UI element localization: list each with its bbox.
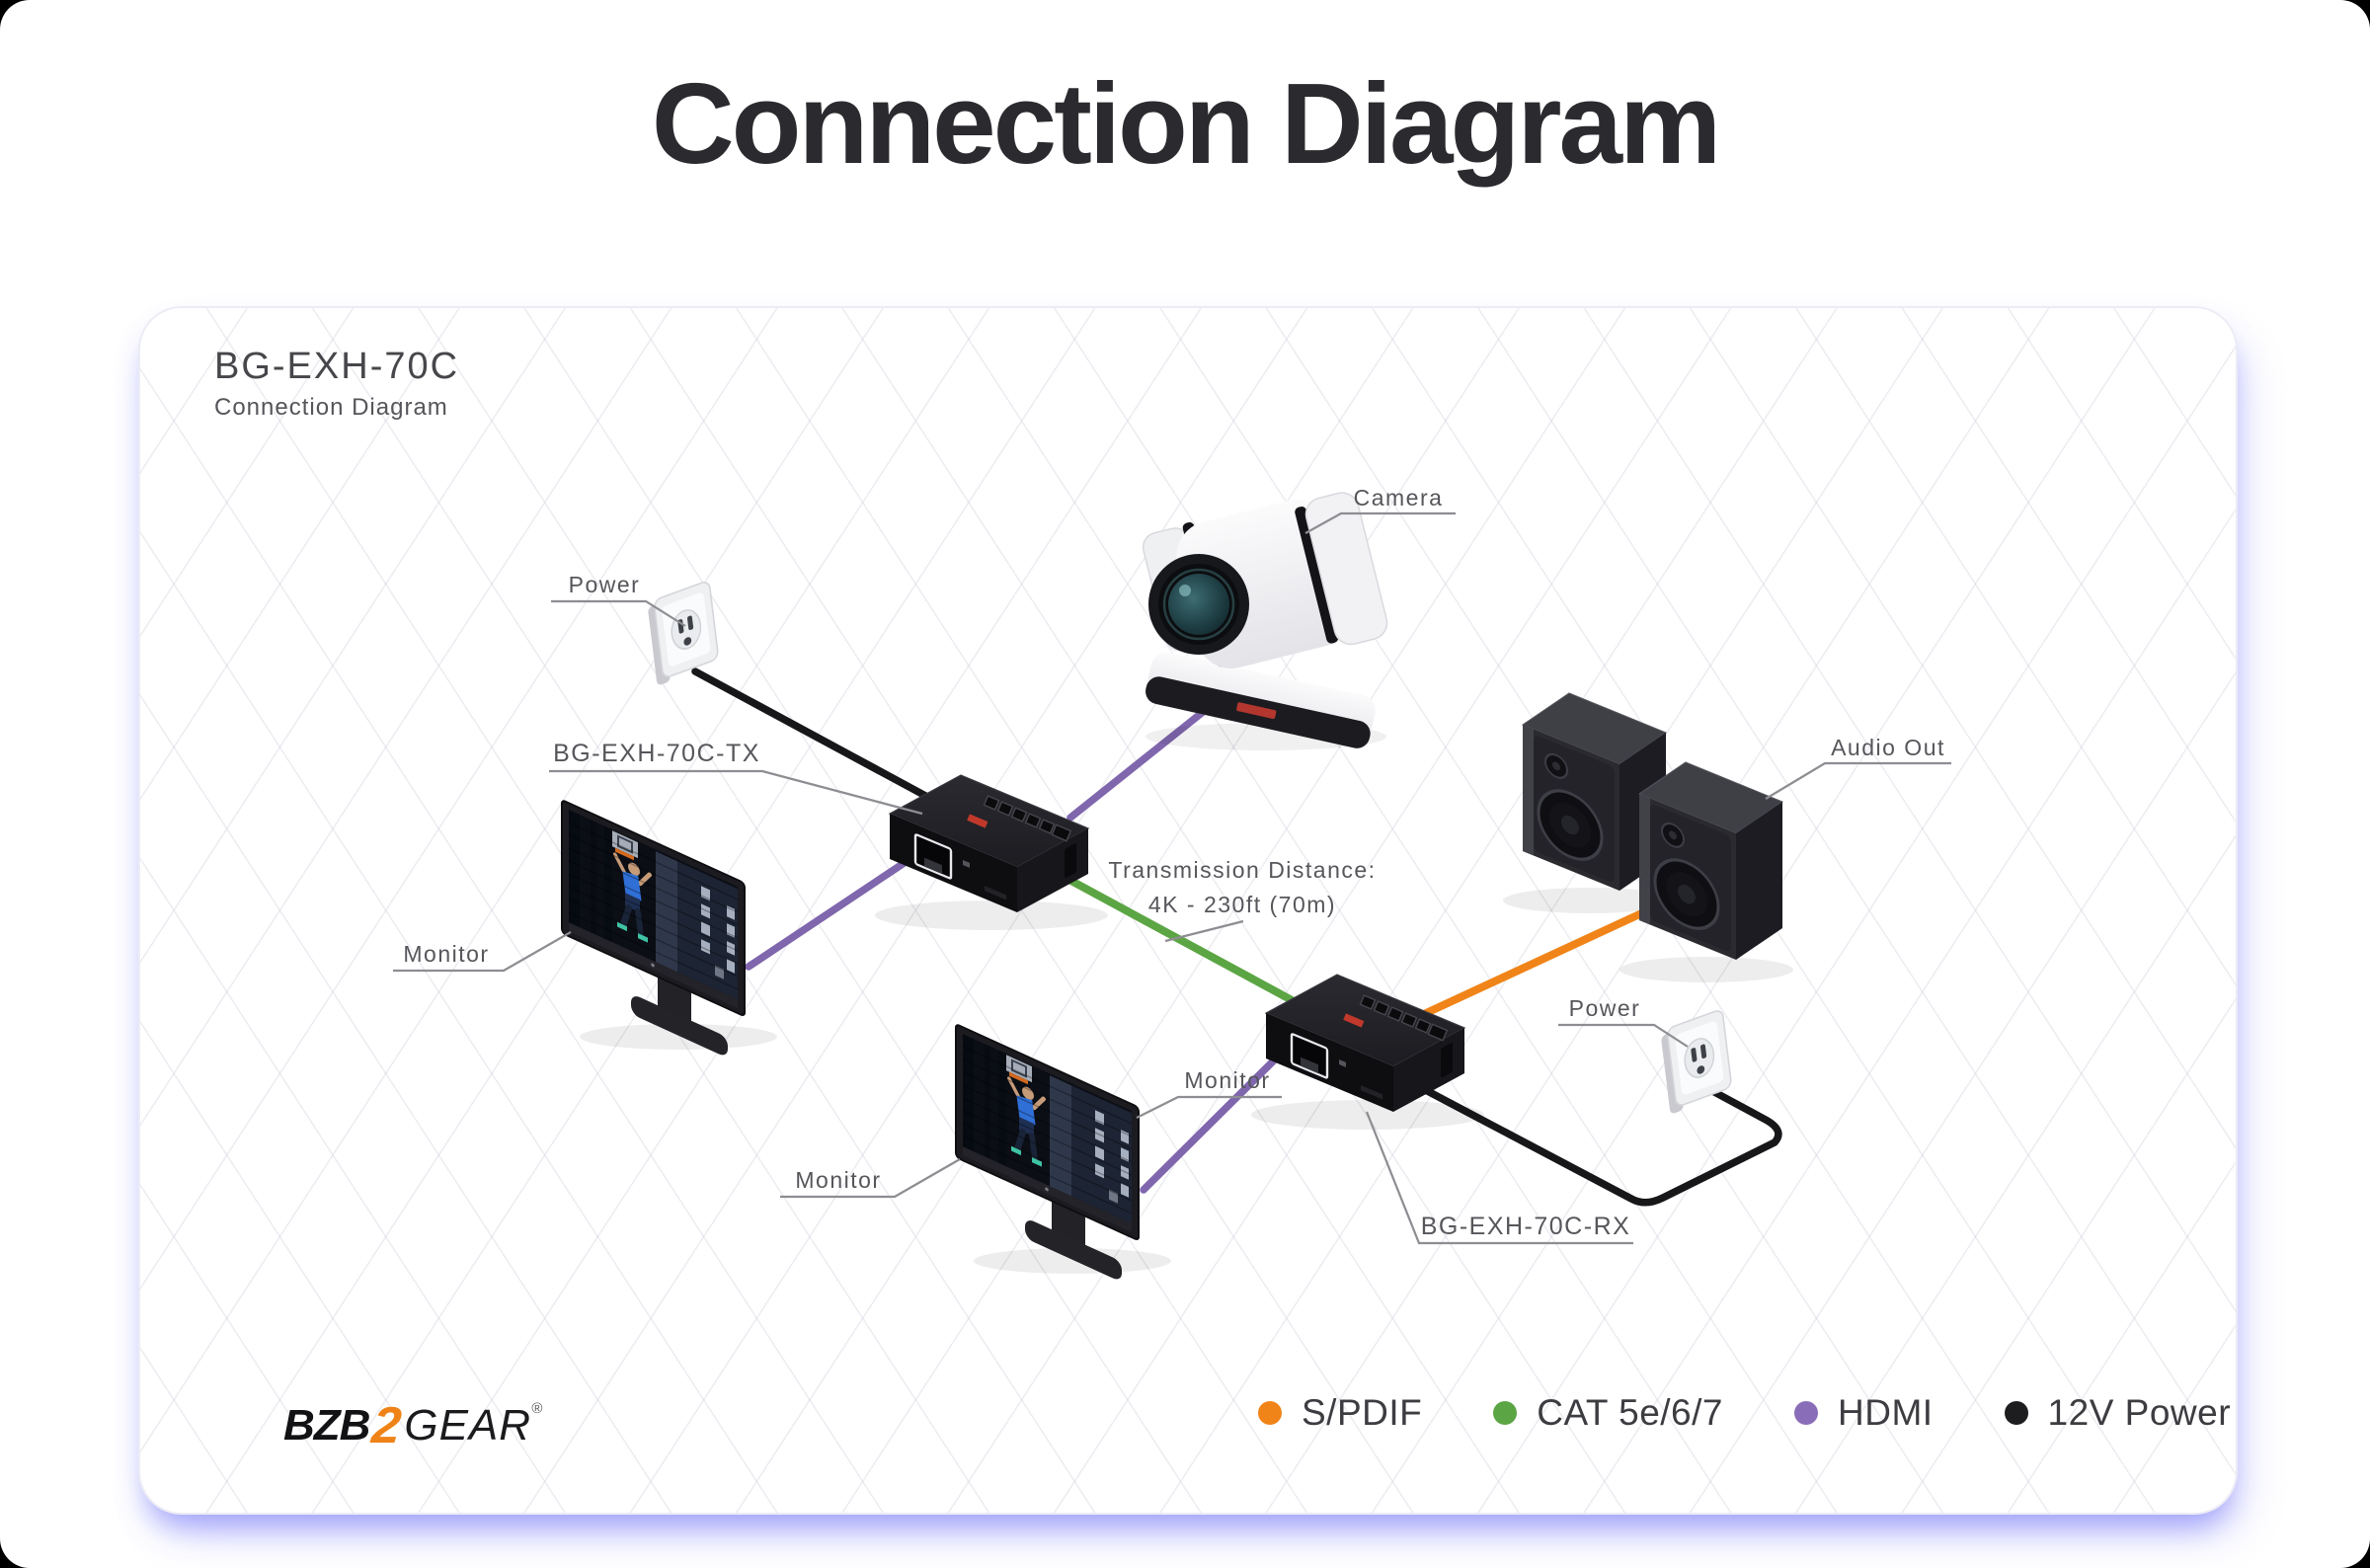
transmission-distance-line1: Transmission Distance: xyxy=(1108,857,1376,883)
tx-leader xyxy=(549,769,923,816)
speaker-right xyxy=(1618,760,1795,984)
transmission-leader xyxy=(1164,919,1244,943)
camera-leader xyxy=(1304,511,1456,534)
hdmi-color-dot xyxy=(1794,1401,1818,1425)
panel-subtitle: Connection Diagram xyxy=(214,394,448,421)
logo-bzb-text: BZB xyxy=(283,1401,370,1450)
power-right-leader xyxy=(1558,1023,1689,1048)
power-color-dot xyxy=(2004,1401,2028,1425)
panel-model-name: BG-EXH-70C xyxy=(214,346,460,387)
legend-item-spdif: S/PDIF xyxy=(1258,1392,1422,1434)
monitor-left-leader xyxy=(393,931,572,973)
cat-legend-label: CAT 5e/6/7 xyxy=(1537,1392,1723,1433)
cable-legend: S/PDIF CAT 5e/6/7 HDMI 12V Power xyxy=(1258,1392,2231,1434)
camera-label: Camera xyxy=(1354,485,1444,510)
rx-label: BG-EXH-70C-RX xyxy=(1421,1213,1631,1240)
power-left-label: Power xyxy=(569,572,641,597)
spdif-legend-label: S/PDIF xyxy=(1302,1392,1423,1433)
power-left-leader xyxy=(551,599,686,627)
hdmi-legend-label: HDMI xyxy=(1838,1392,1934,1433)
power-outlet-left xyxy=(646,579,721,687)
power-right-label: Power xyxy=(1569,995,1641,1021)
diagram-panel: BG-EXH-70C Connection Diagram xyxy=(138,306,2238,1515)
transmission-distance-line2: 4K - 230ft (70m) xyxy=(1148,892,1336,917)
monitor-bottom-left-leader xyxy=(780,1158,961,1199)
camera-device xyxy=(1142,492,1388,750)
audio-out-label: Audio Out xyxy=(1831,735,1945,760)
logo-gear-text: GEAR xyxy=(404,1401,532,1450)
power-cable-rx xyxy=(1416,1082,1782,1207)
legend-item-hdmi: HDMI xyxy=(1794,1392,1934,1434)
power-legend-label: 12V Power xyxy=(2047,1392,2232,1433)
labels-layer: Power BG-EXH-70C-TX Camera Audio Out Pow… xyxy=(393,485,1951,1245)
legend-item-cat: CAT 5e/6/7 xyxy=(1493,1392,1723,1434)
bzbgear-logo: BZB 2 GEAR ® xyxy=(283,1396,542,1455)
tx-label: BG-EXH-70C-TX xyxy=(553,740,760,767)
spdif-color-dot xyxy=(1258,1401,1282,1425)
audio-out-leader xyxy=(1765,761,1951,800)
monitor-bottom-device xyxy=(956,1024,1171,1290)
power-cable-tx xyxy=(691,667,946,809)
hdmi-cable-monitor-left xyxy=(745,856,912,971)
monitor-bottom-right-leader xyxy=(1136,1095,1282,1119)
page-title: Connection Diagram xyxy=(651,59,1721,188)
cat-color-dot xyxy=(1493,1401,1518,1425)
tx-extender-device xyxy=(873,773,1110,932)
panel-header: BG-EXH-70C Connection Diagram xyxy=(214,346,459,422)
logo-2-glyph: 2 xyxy=(369,1397,405,1454)
monitor-bottom-right-label: Monitor xyxy=(1184,1067,1270,1093)
monitor-left-device xyxy=(562,800,777,1065)
rx-leader xyxy=(1365,1111,1633,1245)
monitor-left-label: Monitor xyxy=(403,941,489,967)
connection-diagram-canvas: Power BG-EXH-70C-TX Camera Audio Out Pow… xyxy=(393,485,1951,1513)
hdmi-cable-monitor-bottom xyxy=(1140,1050,1285,1194)
logo-registered-mark: ® xyxy=(531,1400,543,1417)
monitor-bottom-left-label: Monitor xyxy=(795,1167,881,1193)
hdmi-cable-camera xyxy=(1066,697,1221,822)
legend-item-power: 12V Power xyxy=(2004,1392,2232,1434)
